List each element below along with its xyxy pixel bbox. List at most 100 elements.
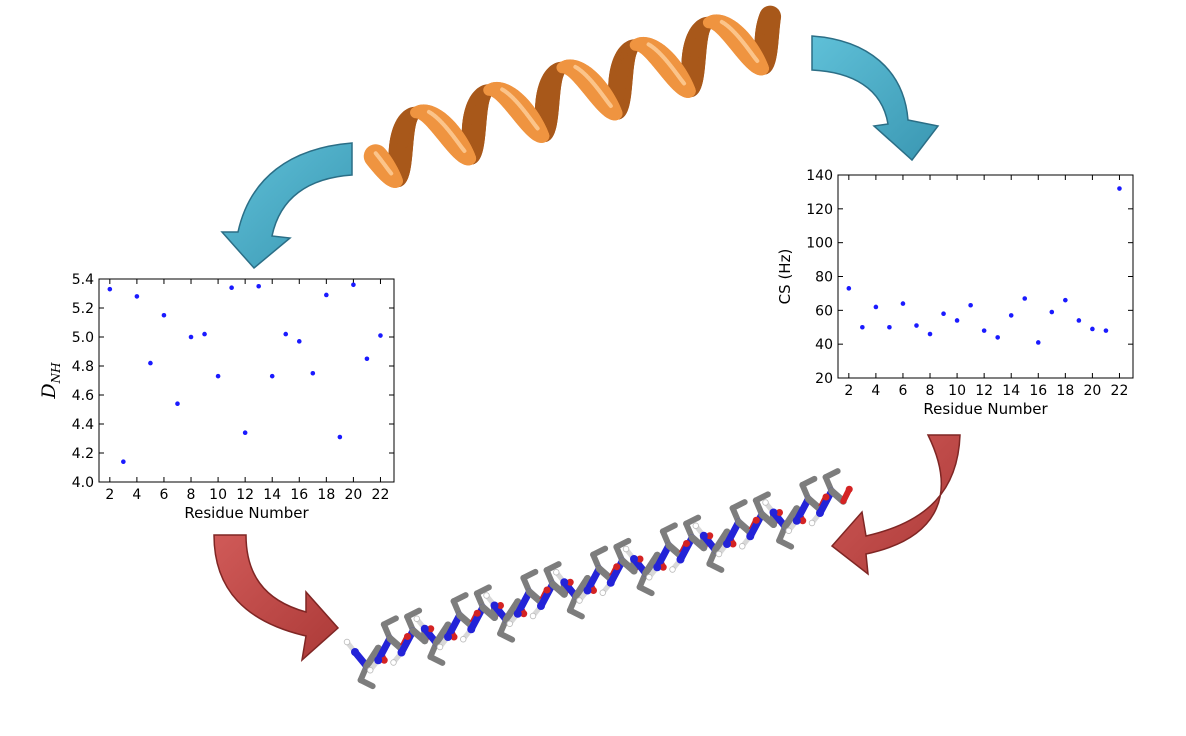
molecule-bond	[514, 588, 533, 618]
molecule-bond	[659, 522, 678, 535]
hydrogen-atom	[460, 636, 467, 643]
nitrogen-atom	[792, 516, 801, 525]
cs-data-point	[900, 301, 906, 306]
oxygen-atom	[636, 555, 644, 563]
cs-data-point	[1022, 296, 1028, 301]
hydrogen-atom	[646, 574, 653, 581]
oxygen-atom	[683, 540, 690, 547]
molecule-bond	[723, 518, 743, 548]
oxygen-atom	[450, 633, 458, 641]
hydrogen-atom	[506, 620, 513, 627]
hydrogen-atom	[390, 659, 397, 666]
nitrogen-atom	[374, 656, 383, 665]
oxygen-atom	[613, 563, 621, 571]
cs-data-point	[954, 318, 960, 323]
cs-x-tick-label: 2	[844, 383, 853, 399]
cs-data-point	[914, 323, 919, 328]
dnh-y-tick-label: 4.8	[72, 359, 94, 375]
nitrogen-atom	[351, 648, 359, 656]
nitrogen-atom	[444, 633, 452, 641]
dnh-data-point	[134, 294, 140, 299]
nitrogen-atom	[513, 609, 522, 618]
dnh-x-tick-label: 2	[105, 487, 114, 503]
dnh-x-tick-label: 16	[290, 487, 308, 503]
dnh-x-axis-label: Residue Number	[184, 504, 309, 522]
molecule-bond	[473, 584, 492, 597]
cs-x-tick-label: 10	[948, 383, 966, 399]
cs-x-tick-label: 6	[898, 383, 907, 399]
molecule-bond	[746, 510, 766, 540]
dnh-data-point	[148, 360, 153, 366]
hydrogen-atom	[669, 566, 676, 573]
nitrogen-atom	[397, 648, 406, 657]
dnh-x-tick-label: 6	[159, 487, 168, 503]
helix-ribbon-segment	[758, 5, 782, 30]
dnh-data-point	[296, 339, 302, 344]
dnh-x-tick-label: 14	[263, 487, 281, 503]
cs-data-point	[860, 324, 865, 330]
cs-y-tick-label: 20	[815, 371, 833, 387]
dnh-y-tick-label: 5.0	[72, 330, 94, 346]
dnh-y-axis-label-main: D	[38, 383, 60, 399]
oxygen-atom	[729, 540, 737, 548]
dnh-x-tick-label: 8	[187, 487, 196, 503]
hydrogen-atom	[599, 589, 606, 596]
molecule-bond	[636, 584, 655, 597]
helix-highlight	[754, 57, 760, 63]
dnh-data-point	[121, 459, 126, 465]
oxygen-atom	[822, 493, 830, 501]
molecule-bond	[653, 541, 673, 571]
dnh-y-tick-label: 4.6	[72, 388, 94, 404]
helix-highlight	[388, 170, 394, 176]
dnh-data-point	[107, 286, 113, 292]
dnh-data-point	[337, 434, 343, 440]
hydrogen-atom	[413, 615, 420, 622]
oxygen-atom	[497, 602, 504, 609]
dnh-data-point	[161, 312, 167, 318]
dnh-data-point	[175, 401, 180, 407]
dnh-data-point	[364, 356, 370, 362]
molecule-bond	[752, 491, 771, 504]
peptide-stick-structure	[343, 468, 853, 690]
cs-data-point	[887, 324, 892, 330]
hydrogen-atom	[436, 643, 444, 651]
molecule-bond	[444, 611, 464, 641]
cs-x-axis-label: Residue Number	[923, 400, 1048, 418]
molecule-bond	[357, 677, 376, 690]
molecule-bond	[706, 560, 725, 573]
dnh-y-tick-label: 4.2	[72, 446, 94, 462]
cs-plot-frame	[837, 174, 1134, 379]
cs-data-point	[846, 286, 852, 291]
cs-data-point	[1090, 326, 1095, 332]
helix-highlight	[461, 147, 467, 153]
molecule-bond	[520, 568, 539, 581]
molecule-bond	[799, 475, 818, 488]
hydrogen-atom	[553, 569, 560, 576]
molecule-bond	[729, 499, 748, 512]
hydrogen-atom	[483, 592, 490, 599]
molecule-bond	[683, 514, 702, 527]
molecule-bond	[677, 534, 696, 563]
cs-data-point	[1035, 340, 1041, 345]
hydrogen-atom	[715, 550, 723, 558]
helix-highlight	[607, 102, 613, 108]
cs-y-tick-label: 140	[806, 168, 833, 184]
dnh-y-tick-label: 4.4	[72, 417, 94, 433]
dnh-data-point	[256, 283, 261, 289]
hydrogen-atom	[808, 519, 816, 527]
molecule-bond	[398, 627, 417, 656]
cs-data-point	[941, 311, 946, 317]
oxygen-atom	[706, 532, 714, 540]
arrow-helix-to-cs-plot	[811, 35, 940, 162]
molecule-bond	[822, 468, 841, 481]
oxygen-atom	[799, 517, 807, 525]
cs-data-point	[995, 335, 1000, 340]
oxygen-atom	[776, 509, 783, 516]
nitrogen-atom	[537, 602, 545, 610]
nitrogen-atom	[699, 531, 708, 540]
molecule-bond	[584, 565, 603, 594]
cs-data-point	[1117, 186, 1122, 191]
hydrogen-atom	[367, 667, 374, 674]
arrow-helix-to-dnh-plot	[220, 142, 353, 270]
dnh-data-point	[269, 373, 275, 379]
